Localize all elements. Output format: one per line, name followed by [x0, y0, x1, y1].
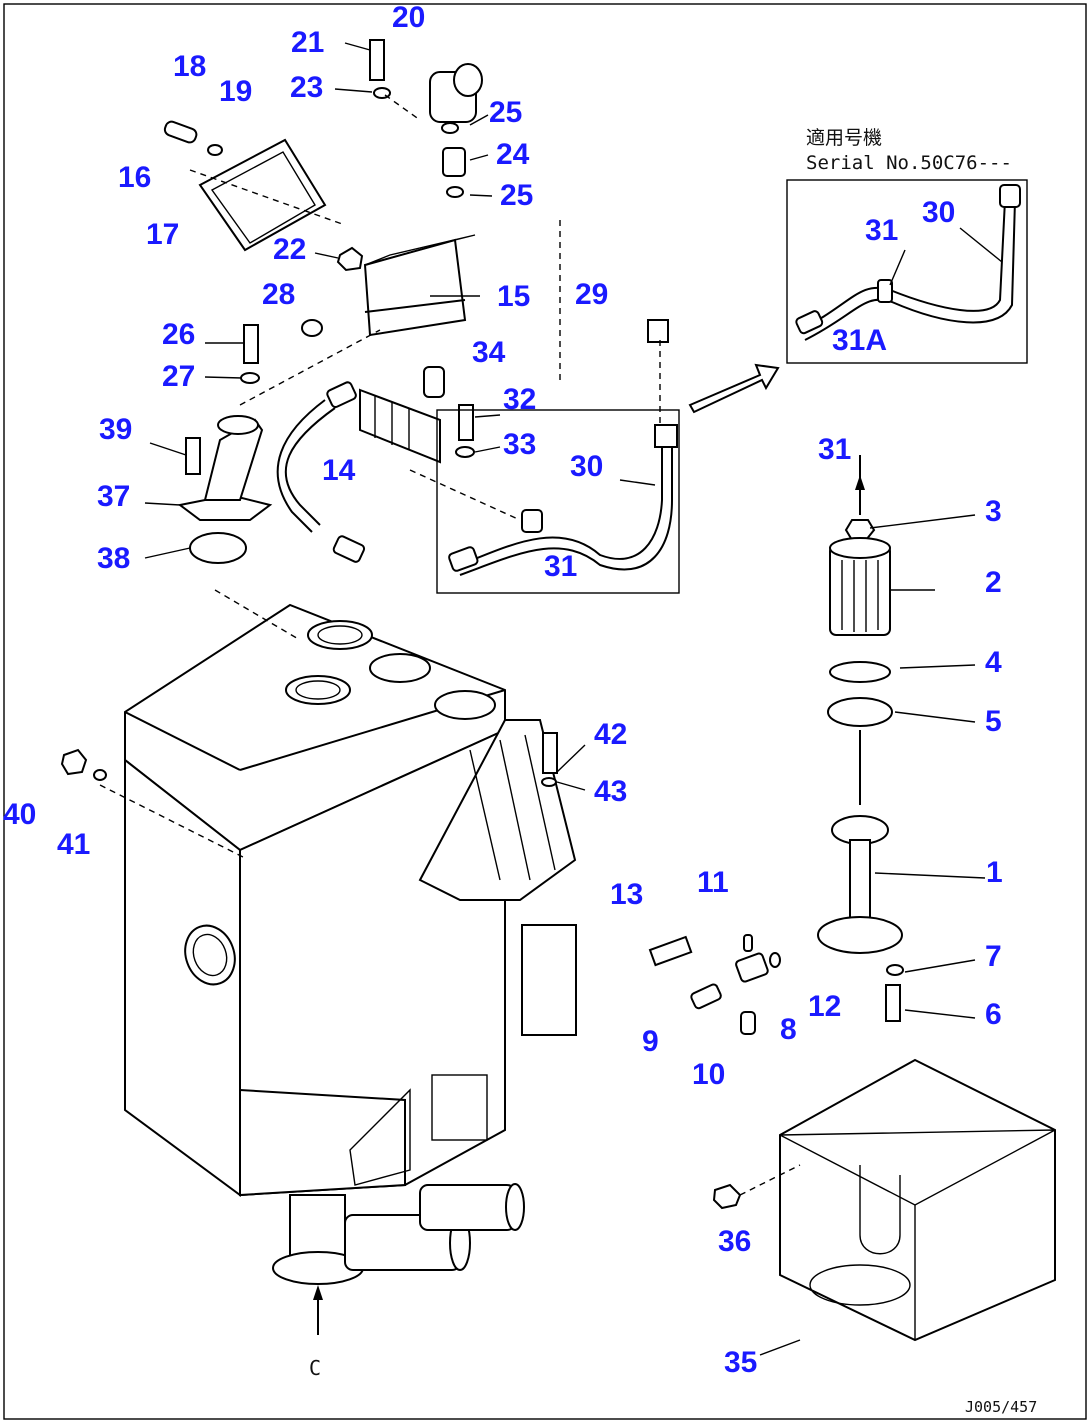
callout-31-lower: 31 — [544, 550, 578, 583]
callout-4: 4 — [985, 646, 1002, 679]
callout-23: 23 — [290, 71, 324, 104]
callout-36: 36 — [718, 1225, 752, 1258]
callout-30-lower: 30 — [570, 450, 604, 483]
serial-note-number: Serial No.50C76--- — [806, 152, 1012, 174]
callout-20: 20 — [392, 1, 426, 34]
callout-25a: 25 — [489, 96, 523, 129]
callout-12: 12 — [808, 990, 842, 1023]
callout-41: 41 — [57, 828, 91, 861]
hose-inset-lower — [436, 409, 680, 594]
callout-22: 22 — [273, 233, 307, 266]
callout-15: 15 — [497, 280, 531, 313]
callout-26: 26 — [162, 318, 196, 351]
callout-18: 18 — [173, 50, 207, 83]
callout-13: 13 — [610, 878, 644, 911]
callout-28: 28 — [262, 278, 296, 311]
filter-cover — [712, 1058, 1056, 1342]
callout-40: 40 — [3, 798, 37, 831]
callout-29: 29 — [575, 278, 609, 311]
callout-14: 14 — [322, 454, 356, 487]
callout-42: 42 — [594, 718, 628, 751]
callout-25b: 25 — [500, 179, 534, 212]
callout-35: 35 — [724, 1346, 758, 1379]
callout-24: 24 — [496, 138, 530, 171]
callout-37: 37 — [97, 480, 131, 513]
callout-16: 16 — [118, 161, 152, 194]
callout-3: 3 — [985, 495, 1002, 528]
callout-38: 38 — [97, 542, 131, 575]
callout-33: 33 — [503, 428, 537, 461]
callout-19: 19 — [219, 75, 253, 108]
callout-21: 21 — [291, 26, 325, 59]
callout-43: 43 — [594, 775, 628, 808]
callout-5: 5 — [985, 705, 1002, 738]
callout-1: 1 — [986, 856, 1003, 889]
callout-7: 7 — [985, 940, 1002, 973]
drain-fittings — [690, 934, 781, 1035]
callout-30-inset: 30 — [922, 196, 956, 229]
hose-inset-serial — [688, 179, 1028, 414]
callout-2: 2 — [985, 566, 1002, 599]
callout-10: 10 — [692, 1058, 726, 1091]
cover-assembly — [60, 39, 904, 1022]
callout-39: 39 — [99, 413, 133, 446]
callout-31-filter: 31 — [818, 433, 852, 466]
leader-lines — [144, 42, 1003, 1356]
callout-8: 8 — [780, 1013, 797, 1046]
callout-11: 11 — [697, 866, 729, 899]
callout-31a: 31A — [832, 324, 888, 357]
callout-34: 34 — [472, 336, 506, 369]
serial-note-japanese: 適用号機 — [806, 127, 883, 149]
drawing-number: J005/457 — [965, 1398, 1038, 1416]
callout-17: 17 — [146, 218, 180, 251]
return-filter — [817, 455, 903, 954]
callout-31-inset: 31 — [865, 214, 899, 247]
hydraulic-tank — [99, 589, 577, 1335]
callout-32: 32 — [503, 383, 537, 416]
drawing-border — [3, 3, 1087, 1420]
callout-27: 27 — [162, 360, 196, 393]
callout-9: 9 — [642, 1025, 659, 1058]
view-letter: C — [309, 1356, 322, 1380]
callout-6: 6 — [985, 998, 1002, 1031]
